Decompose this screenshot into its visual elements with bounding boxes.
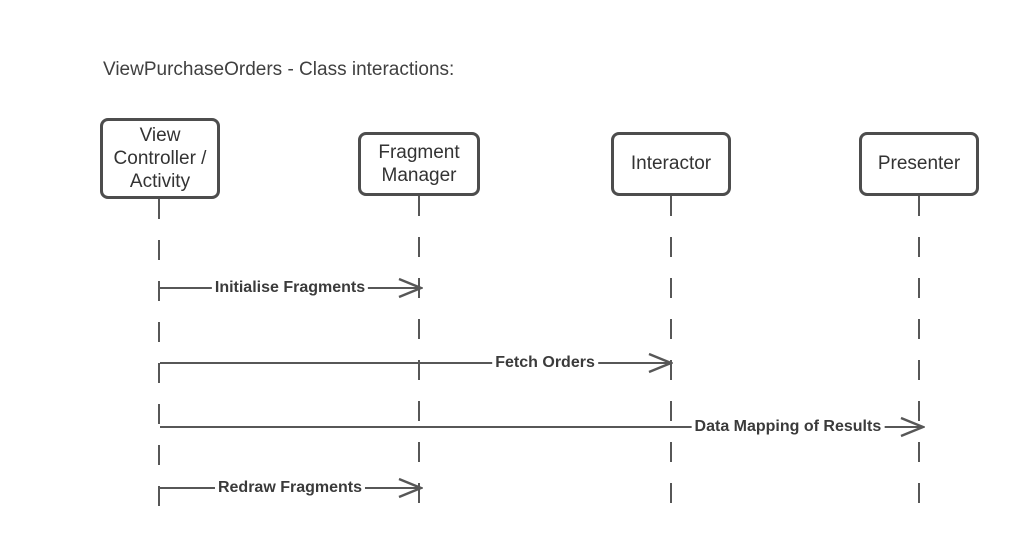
- message-label: Fetch Orders: [492, 354, 598, 372]
- lifeline-interactor: [670, 196, 672, 516]
- message-line: [160, 426, 921, 428]
- lifeline-presenter: [918, 196, 920, 516]
- actor-label: Fragment Manager: [378, 141, 460, 186]
- actor-label: Presenter: [877, 153, 961, 175]
- message-line: [160, 362, 669, 364]
- actor-label: View Controller / Activity: [113, 124, 207, 193]
- message-label: Data Mapping of Results: [691, 418, 885, 436]
- actor-box-presenter: Presenter: [859, 132, 979, 196]
- arrowhead-icon: [398, 277, 423, 299]
- message-label: Initialise Fragments: [211, 279, 369, 297]
- actor-box-interactor: Interactor: [611, 132, 731, 196]
- lifeline-view-controller-activity: [158, 199, 160, 516]
- arrowhead-icon: [648, 352, 673, 374]
- actor-box-view-controller-activity: View Controller / Activity: [100, 118, 220, 199]
- actor-label: Interactor: [630, 153, 712, 175]
- message-label: Redraw Fragments: [214, 479, 366, 497]
- diagram-title: ViewPurchaseOrders - Class interactions:: [103, 59, 455, 80]
- actor-box-fragment-manager: Fragment Manager: [358, 132, 480, 196]
- arrowhead-icon: [398, 477, 423, 499]
- lifeline-fragment-manager: [418, 196, 420, 516]
- arrowhead-icon: [900, 416, 925, 438]
